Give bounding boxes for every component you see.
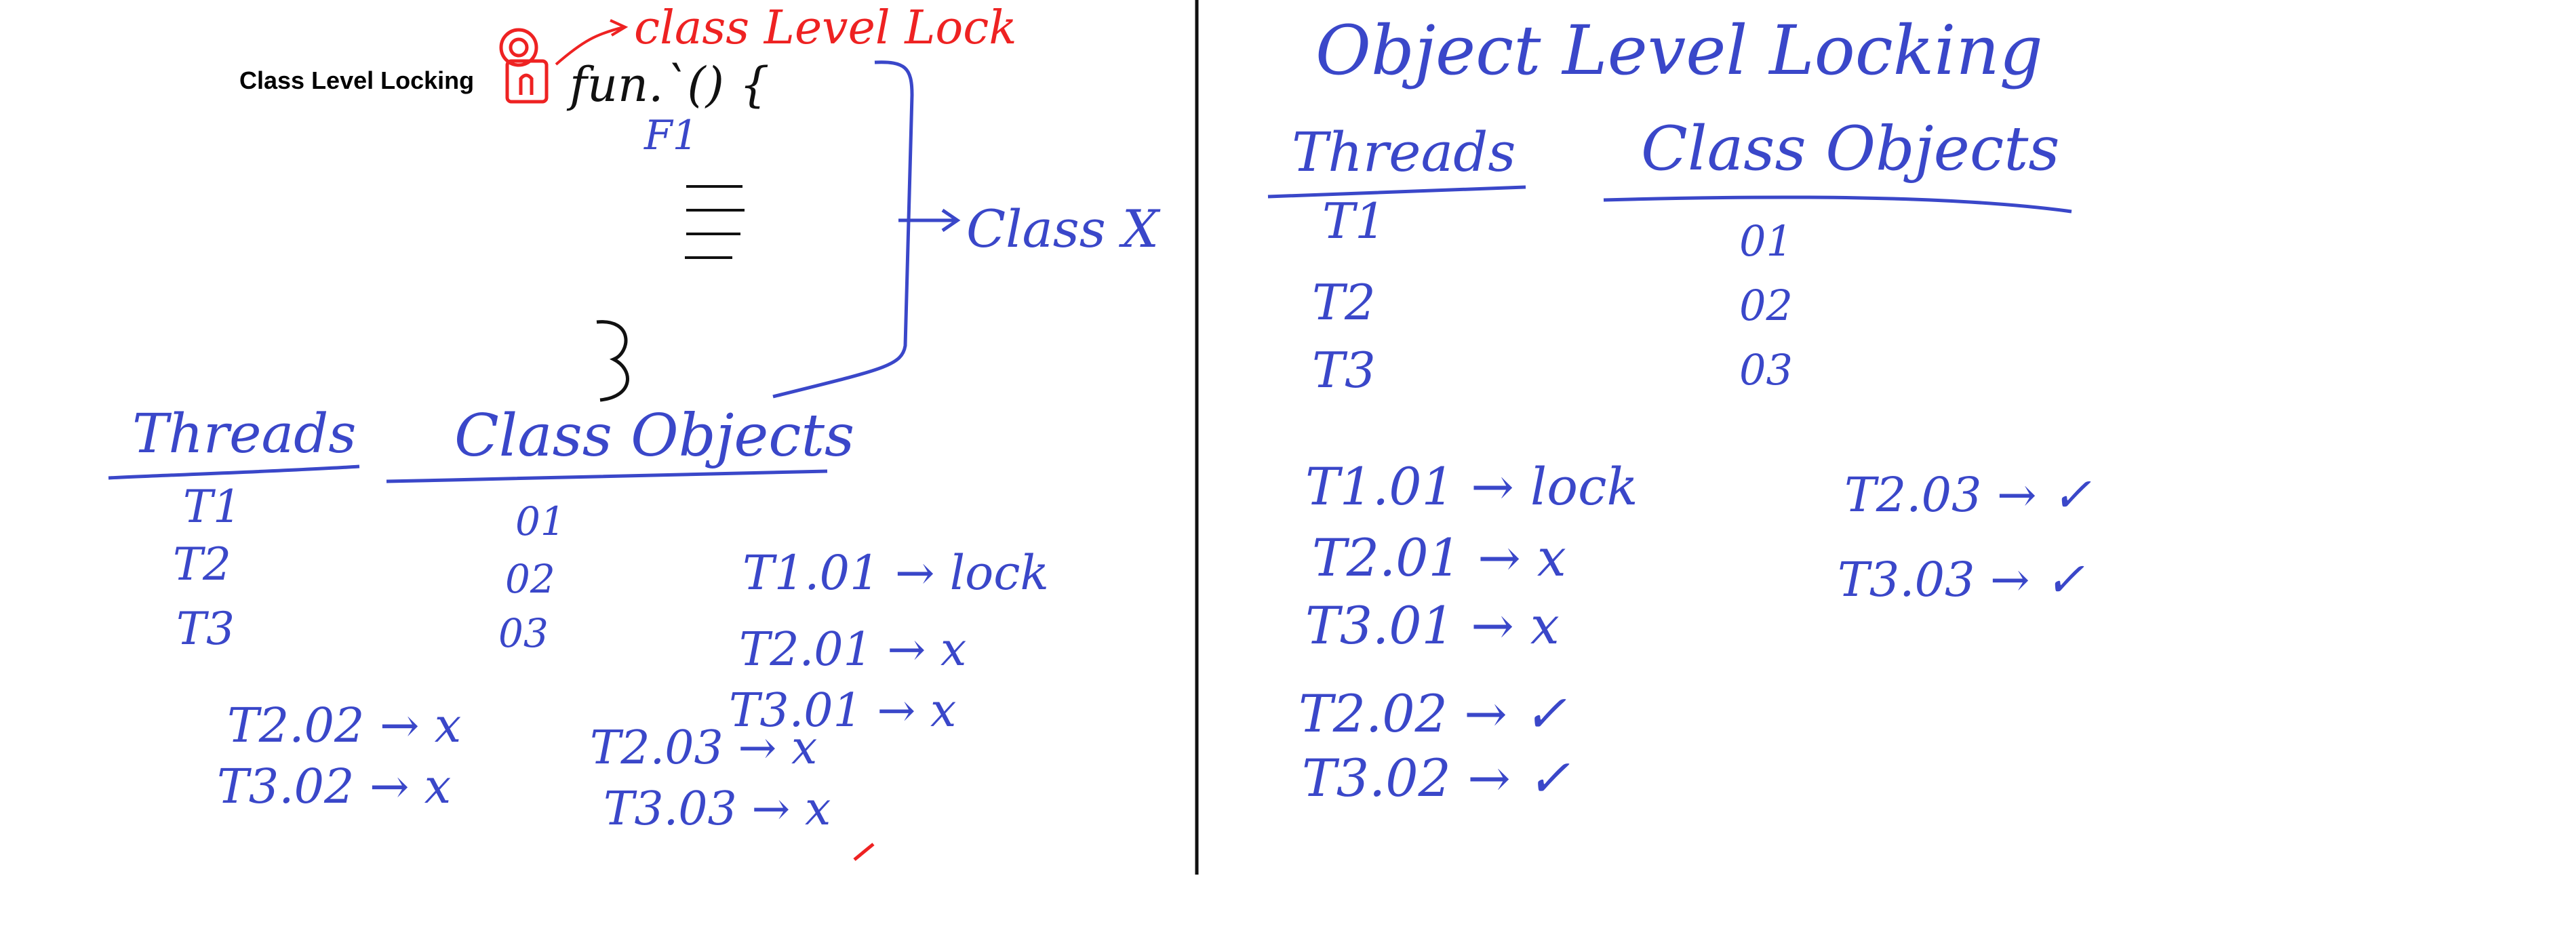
case-result: x bbox=[1530, 595, 1560, 656]
right-thread-t2: T2 bbox=[1312, 274, 1376, 331]
class-x-arrow bbox=[898, 208, 961, 233]
function-signature: fun.`() { bbox=[570, 57, 770, 113]
right-case-row: T2.02 → ✓ bbox=[1299, 683, 1567, 744]
case-call: T1.01 bbox=[1305, 456, 1454, 517]
right-object-02: 02 bbox=[1739, 281, 1793, 330]
case-call: T2.02 bbox=[227, 698, 365, 753]
right-threads-underline bbox=[1267, 185, 1526, 199]
case-call: T3.02 bbox=[217, 759, 355, 814]
left-object-02: 02 bbox=[505, 556, 555, 602]
left-thread-t1: T1 bbox=[183, 481, 242, 533]
case-call: T2.02 bbox=[1299, 683, 1448, 744]
case-call: T2.01 bbox=[1312, 527, 1461, 588]
left-object-03: 03 bbox=[498, 610, 549, 656]
right-object-03: 03 bbox=[1739, 345, 1793, 395]
case-call: T3.03 bbox=[603, 782, 737, 836]
right-thread-t3: T3 bbox=[1312, 342, 1376, 399]
case-call: T1.01 bbox=[742, 545, 880, 601]
right-case-row: T3.03 → ✓ bbox=[1838, 552, 2085, 607]
case-result: ✓ bbox=[2051, 467, 2092, 523]
right-objects-underline bbox=[1603, 195, 2072, 214]
case-call: T2.03 bbox=[590, 721, 724, 775]
class-x-label: Class X bbox=[966, 199, 1160, 259]
left-objects-underline bbox=[386, 469, 828, 483]
case-result: x bbox=[434, 698, 462, 753]
case-call: T2.03 bbox=[1844, 467, 1982, 523]
case-result: ✓ bbox=[1523, 683, 1567, 744]
padlock-icon bbox=[499, 28, 549, 104]
right-object-01: 01 bbox=[1739, 216, 1793, 266]
left-case-row: T2.01 → x bbox=[739, 623, 967, 677]
left-case-row: T3.01 → x bbox=[729, 684, 957, 738]
red-tick-mark bbox=[853, 843, 875, 861]
case-result: lock bbox=[1530, 456, 1638, 517]
left-thread-t3: T3 bbox=[176, 603, 235, 655]
function-body-lines bbox=[685, 185, 745, 259]
case-call: T2.01 bbox=[739, 623, 873, 677]
function-name: F1 bbox=[644, 112, 698, 159]
case-result: ✓ bbox=[2044, 552, 2085, 607]
left-object-01: 01 bbox=[515, 498, 566, 544]
case-result: lock bbox=[949, 545, 1049, 601]
case-call: T3.01 bbox=[1305, 595, 1454, 656]
left-case-row: T3.02 → x bbox=[217, 759, 452, 814]
left-threads-underline bbox=[108, 464, 360, 480]
right-objects-header: Class Objects bbox=[1641, 113, 2060, 184]
right-case-row: T1.01 → lock bbox=[1305, 456, 1638, 517]
case-result: x bbox=[791, 721, 818, 775]
closing-brace bbox=[596, 320, 629, 402]
left-case-row: T1.01 → lock bbox=[742, 545, 1049, 601]
case-result: x bbox=[940, 623, 967, 677]
left-case-row: T3.03 → x bbox=[603, 782, 831, 836]
case-call: T3.03 bbox=[1838, 552, 1975, 607]
case-result: x bbox=[424, 759, 452, 814]
left-case-row: T2.03 → x bbox=[590, 721, 818, 775]
case-result: x bbox=[930, 684, 957, 738]
right-case-row: T2.03 → ✓ bbox=[1844, 467, 2092, 523]
left-thread-t2: T2 bbox=[173, 538, 232, 591]
case-result: x bbox=[804, 782, 831, 836]
right-case-row: T2.01 → x bbox=[1312, 527, 1566, 588]
case-result: ✓ bbox=[1526, 748, 1570, 808]
typed-title: Class Level Locking bbox=[239, 66, 475, 94]
case-result: x bbox=[1537, 527, 1566, 588]
lock-arrow bbox=[555, 26, 625, 66]
left-threads-header: Threads bbox=[132, 402, 357, 465]
object-level-locking-title: Object Level Locking bbox=[1315, 11, 2043, 90]
left-case-row: T2.02 → x bbox=[227, 698, 462, 753]
class-x-bracket bbox=[772, 60, 914, 399]
case-call: T3.01 bbox=[729, 684, 863, 738]
left-objects-header: Class Objects bbox=[454, 402, 855, 470]
right-threads-header: Threads bbox=[1292, 121, 1516, 184]
right-case-row: T3.01 → x bbox=[1305, 595, 1560, 656]
class-level-lock-label: class Level Lock bbox=[634, 1, 1017, 55]
right-thread-t1: T1 bbox=[1322, 193, 1386, 249]
right-case-row: T3.02 → ✓ bbox=[1302, 748, 1570, 808]
case-call: T3.02 bbox=[1302, 748, 1451, 808]
